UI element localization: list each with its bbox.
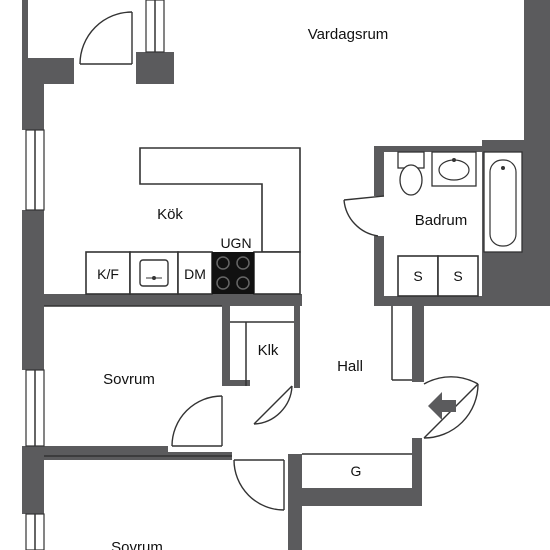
wall-left-upper-block [22,58,74,84]
wall-hall-right-upper [412,306,424,382]
wall-bedroom2-right [288,454,302,550]
sink-icon [139,259,169,287]
wall-right-upper [524,0,550,150]
fixture-label-kf: K/F [97,266,119,282]
wall-top-door-right [136,52,174,84]
wall-bath-bottom [374,296,550,306]
sink-icon [431,151,477,187]
counter-dm [177,251,213,295]
room-label-sovrum-2: Sovrum [111,539,163,550]
fixture-label-s1: S [413,268,422,284]
door-bedroom2 [233,459,285,511]
windows [25,0,165,550]
interior-lines [44,305,412,457]
room-label-badrum: Badrum [415,212,468,229]
bathroom-fixtures [397,151,523,297]
labels: Vardagsrum Kök Badrum Sovrum Hall Klk So… [97,26,467,550]
fixture-label-g: G [351,463,362,479]
room-label-kok: Kök [157,206,183,223]
stove-icon [212,252,254,294]
room-label-klk: Klk [258,342,279,359]
doors [79,11,479,511]
counter-kf [85,251,131,295]
room-label-hall: Hall [337,358,363,375]
entrance-arrow-icon [428,392,456,420]
toilet-icon [397,151,425,196]
wall-closet-right [294,306,300,388]
wall-kitchen-bottom [22,294,302,306]
cabinet-s1 [397,255,439,297]
wall-closet-bottom-left [222,380,250,386]
wall-closet-g-bottom [290,488,422,506]
door-bathroom [343,195,385,237]
counter-right [253,251,301,295]
wall-left-b [22,210,44,370]
fixture-label-ugn: UGN [220,235,251,251]
room-label-sovrum-1: Sovrum [103,371,155,388]
door-bedroom1 [171,395,223,447]
door-closet-klk [253,385,293,425]
window-left-kitchen [25,129,45,211]
fixture-label-s2: S [453,268,462,284]
wall-bath-left-lower [374,236,384,304]
kitchen-counters [85,147,301,295]
window-left-bedroom1 [25,369,45,447]
cabinet-s2 [437,255,479,297]
wall-left-c [22,446,44,514]
bathtub-icon [483,151,523,253]
wall-left-a [22,80,44,130]
door-front-top [79,11,133,65]
room-label-vardagsrum: Vardagsrum [308,26,389,43]
wall-bath-left [374,148,384,196]
window-left-bedroom2 [25,513,45,550]
window-top-left [145,0,165,53]
wall-bedroom1-right [222,306,230,386]
wall-left-top [22,0,28,62]
wall-bath-top [374,146,486,152]
wall-hall-right-lower [412,438,422,506]
fixture-label-dm: DM [184,266,206,282]
